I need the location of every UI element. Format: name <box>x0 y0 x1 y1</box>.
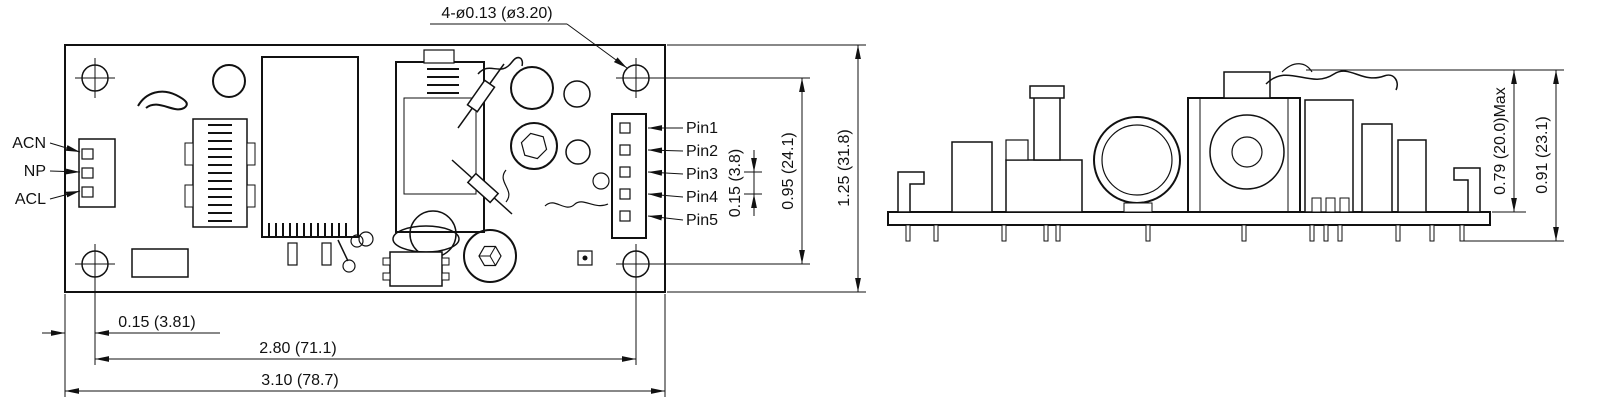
dim-pin-pitch-text: 0.15 (3.8) <box>727 149 744 217</box>
dim-hole-span-vertical-text: 0.95 (24.1) <box>780 132 797 209</box>
label-acl: ACL <box>15 191 46 208</box>
pin5-label: Pin5 <box>686 212 718 229</box>
side-view <box>887 63 1491 242</box>
heatsink-icon <box>261 56 364 273</box>
capacitor-side-icon <box>951 141 993 213</box>
capacitor-side-icon <box>1397 139 1427 213</box>
capacitor-icon <box>212 64 246 98</box>
mounting-hole-top-right <box>616 58 656 98</box>
leader-acn <box>49 142 81 153</box>
capacitor-side-icon <box>1304 99 1354 213</box>
input-connector <box>78 138 116 208</box>
transformer-side-icon <box>1187 71 1301 213</box>
hex-screw-capacitor-icon <box>510 122 558 170</box>
mounting-hole-bottom-left <box>75 244 115 284</box>
input-transformer-icon <box>184 118 256 228</box>
toroid-icon <box>1093 116 1181 213</box>
axial-components-icon <box>451 56 609 215</box>
capacitor-icon <box>565 139 591 165</box>
capacitor-side-icon <box>1361 123 1393 213</box>
dim-pin-pitch: 0.15 (3.8) <box>727 149 762 217</box>
capacitor-icon <box>563 80 591 108</box>
dim-hole-span-horizontal: 2.80 (71.1) <box>95 284 637 365</box>
capacitor-icon <box>510 66 554 110</box>
wire-loop-icon <box>137 90 188 111</box>
dim-hole-span-horizontal-text: 2.80 (71.1) <box>259 340 336 357</box>
bracket-icon <box>897 171 925 213</box>
label-np: NP <box>24 163 46 180</box>
led-icon <box>577 250 593 266</box>
leader-pin4 <box>647 192 684 199</box>
leader-pin2 <box>647 147 684 154</box>
label-acn: ACN <box>12 135 46 152</box>
pin1-label: Pin1 <box>686 120 718 137</box>
hole-callout: 4-ø0.13 (ø3.20) <box>430 5 628 69</box>
dim-overall-height-text: 0.91 (23.1) <box>1534 116 1551 193</box>
output-pin-labels: Pin1 Pin2 Pin3 Pin4 Pin5 <box>647 120 718 229</box>
dim-board-width: 3.10 (78.7) <box>65 294 666 397</box>
dim-component-height-text: 0.79 (20.0)Max <box>1492 87 1509 195</box>
solder-pad-icon <box>358 231 374 247</box>
leader-np <box>49 168 81 175</box>
dim-board-height-text: 1.25 (31.8) <box>836 129 853 206</box>
mounting-hole-bottom-right <box>616 244 656 284</box>
pin4-label: Pin4 <box>686 189 718 206</box>
dim-hole-offset: 0.15 (3.81) <box>42 284 220 397</box>
dim-overall-height: 0.91 (23.1) <box>1464 70 1564 242</box>
wire-icon <box>1265 70 1398 91</box>
top-view <box>64 44 666 293</box>
dim-board-height: 1.25 (31.8) <box>667 44 866 293</box>
pin2-label: Pin2 <box>686 143 718 160</box>
hole-callout-text: 4-ø0.13 (ø3.20) <box>441 5 552 22</box>
leader-pin5 <box>647 214 684 221</box>
capacitor-icon <box>592 172 610 190</box>
main-transformer-icon <box>392 49 485 253</box>
header-pins-icon <box>1311 197 1350 213</box>
pin3-label: Pin3 <box>686 166 718 183</box>
fuse-icon <box>131 248 189 278</box>
leader-acl <box>49 190 81 200</box>
input-pin-labels: ACN NP ACL <box>12 135 81 208</box>
dim-hole-span-vertical: 0.95 (24.1) <box>656 77 810 265</box>
output-connector <box>611 113 647 239</box>
trimmer-icon <box>463 229 517 283</box>
dim-hole-offset-text: 0.15 (3.81) <box>118 314 195 331</box>
optocoupler-icon <box>382 251 450 287</box>
standing-component-icon <box>1005 85 1083 213</box>
dim-component-height: 0.79 (20.0)Max <box>1306 69 1564 213</box>
pcb-components <box>131 49 610 287</box>
callout-leader <box>566 23 628 69</box>
side-components <box>897 63 1481 213</box>
pcb-side-outline <box>887 211 1491 226</box>
leader-pin3 <box>647 169 684 176</box>
side-pins <box>905 224 1465 242</box>
bracket-icon <box>1453 167 1481 213</box>
mounting-hole-top-left <box>75 58 115 98</box>
dim-board-width-text: 3.10 (78.7) <box>261 372 338 389</box>
